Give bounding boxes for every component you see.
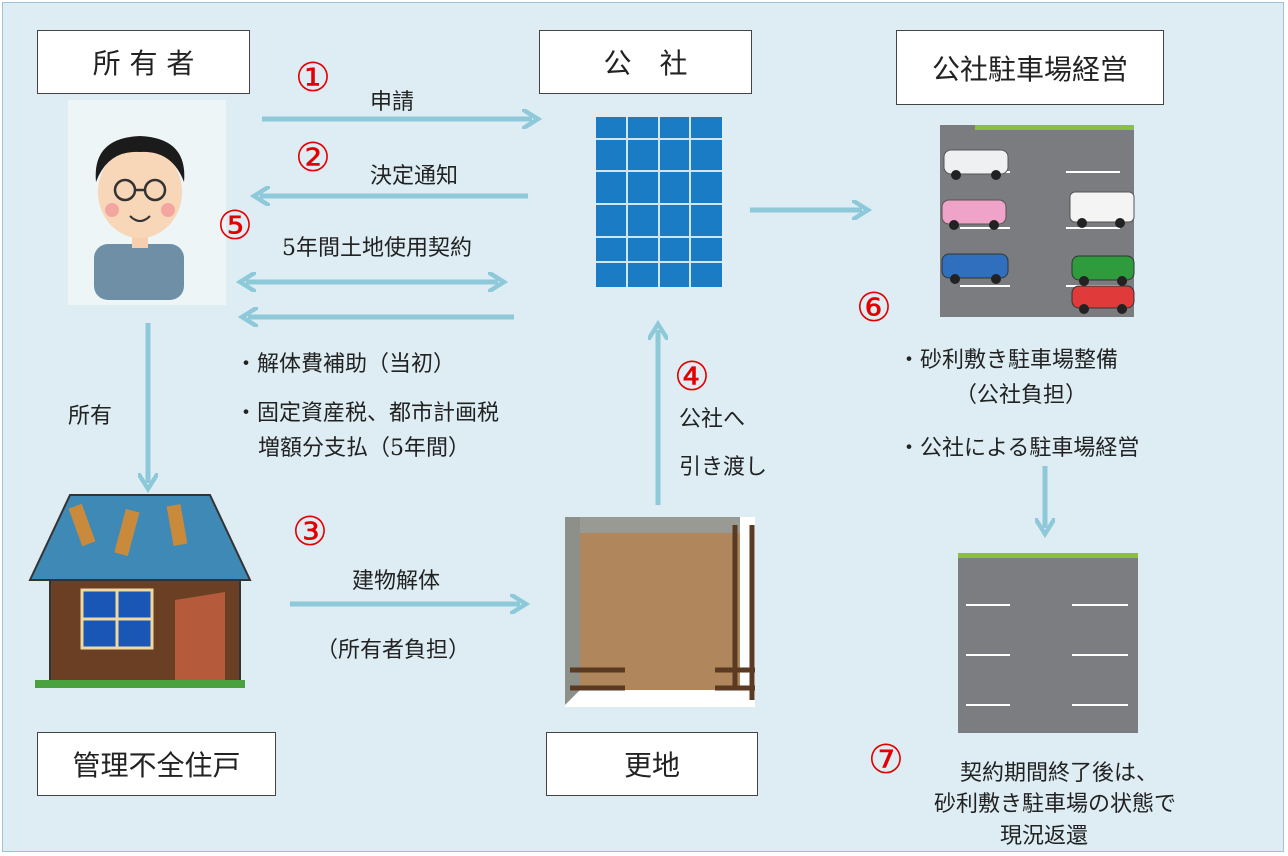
vacant-house-box: 管理不全住戸 [37, 732, 276, 796]
step-3-label: 建物解体 [352, 569, 441, 594]
house-illustration [28, 494, 252, 688]
parking-mgmt-box-label: 公社駐車場経営 [931, 52, 1128, 86]
step-3-number: ③ [292, 509, 328, 555]
own-label: 所有 [68, 404, 113, 429]
subsidy-bullet: ・解体費補助（当初） [235, 352, 456, 377]
corp-box-label: 公 社 [603, 47, 688, 80]
step-5-number: ⑤ [217, 203, 253, 249]
step-4-line2: 引き渡し [679, 455, 768, 480]
step-4-number: ④ [674, 354, 710, 400]
step-1-number: ① [295, 55, 331, 101]
gravel-bullet-line1: ・砂利敷き駐車場整備 [898, 348, 1119, 373]
car-white-2 [1069, 191, 1135, 228]
vacant-lot-box: 更地 [546, 732, 758, 796]
owner-illustration [68, 100, 226, 305]
parking-mgmt-box: 公社駐車場経営 [896, 30, 1164, 105]
step-1-label: 申請 [370, 90, 415, 115]
vacant-lot-box-label: 更地 [623, 749, 680, 782]
vacant-lot-illustration [565, 517, 755, 707]
vacant-house-box-label: 管理不全住戸 [72, 749, 241, 782]
owner-box-label: 所 有 者 [92, 47, 195, 80]
step-6-number: ⑥ [856, 285, 892, 331]
gravel-bullet-line2: （公社負担） [955, 383, 1088, 408]
return-line1: 契約期間終了後は、 [960, 761, 1159, 786]
tax-bullet-line1: ・固定資産税、都市計画税 [235, 401, 500, 426]
step-7-number: ⑦ [868, 737, 904, 783]
return-line3: 現況返還 [1000, 824, 1089, 849]
step-2-label: 決定通知 [370, 164, 459, 189]
step-3-note: （所有者負担） [316, 638, 471, 663]
car-blue [941, 253, 1009, 284]
step-5-label: 5年間土地使用契約 [282, 236, 472, 261]
building-illustration [596, 117, 722, 287]
empty-parking-illustration [958, 553, 1138, 733]
parking-lot-illustration [940, 125, 1135, 317]
car-green [1071, 255, 1135, 286]
return-line2: 砂利敷き駐車場の状態で [934, 792, 1177, 817]
step-4-line1: 公社へ [679, 407, 746, 432]
operation-bullet: ・公社による駐車場経営 [898, 436, 1140, 461]
car-pink [941, 199, 1007, 230]
corp-box: 公 社 [539, 30, 752, 94]
tax-bullet-line2: 増額分支払（5年間） [258, 436, 470, 461]
owner-box: 所 有 者 [37, 30, 250, 94]
step-2-number: ② [295, 135, 331, 181]
car-white-1 [943, 149, 1009, 180]
car-red [1071, 285, 1135, 314]
